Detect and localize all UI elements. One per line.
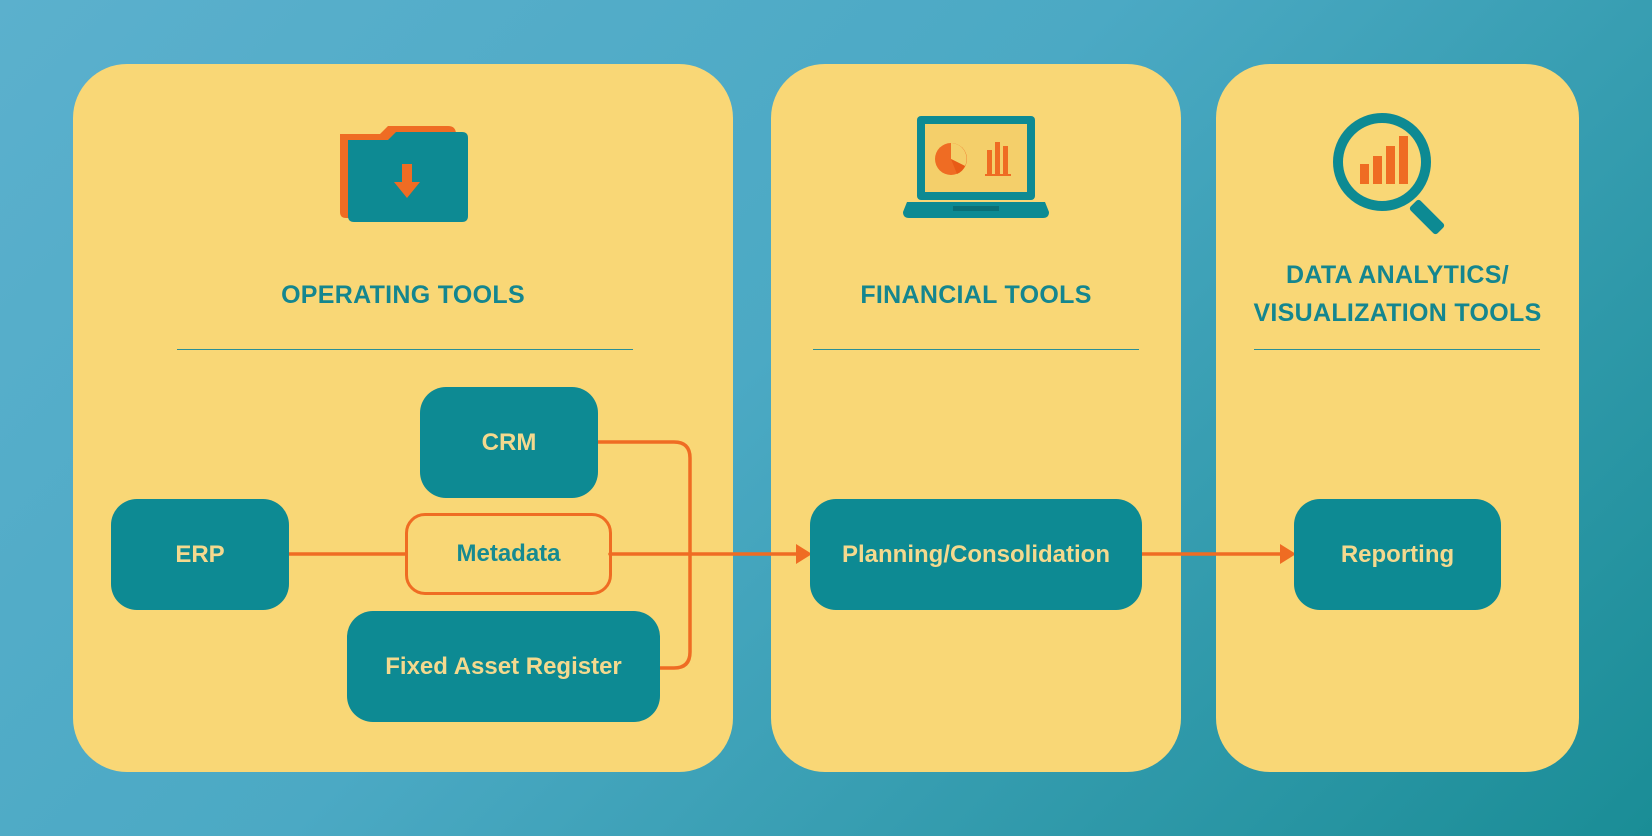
- divider: [813, 349, 1139, 350]
- crm-node: CRM: [420, 387, 598, 498]
- magnifier-chart-icon: [1333, 113, 1445, 235]
- financial-tools-panel: FINANCIAL TOOLS: [771, 64, 1181, 772]
- planning-consolidation-node: Planning/Consolidation: [810, 499, 1142, 610]
- divider: [177, 349, 633, 350]
- laptop-chart-icon: [903, 116, 1049, 218]
- metadata-node: Metadata: [405, 513, 612, 595]
- folder-download-icon: [340, 126, 468, 222]
- column-title-data-analytics: DATA ANALYTICS/ VISUALIZATION TOOLS: [1253, 261, 1542, 327]
- data-analytics-panel: DATA ANALYTICS/ VISUALIZATION TOOLS: [1216, 64, 1579, 772]
- divider: [1254, 349, 1540, 350]
- column-title-financial-tools: FINANCIAL TOOLS: [860, 281, 1092, 309]
- column-title-operating-tools: OPERATING TOOLS: [281, 281, 525, 309]
- fixed-asset-register-node: Fixed Asset Register: [347, 611, 660, 722]
- reporting-node: Reporting: [1294, 499, 1501, 610]
- erp-node: ERP: [111, 499, 289, 610]
